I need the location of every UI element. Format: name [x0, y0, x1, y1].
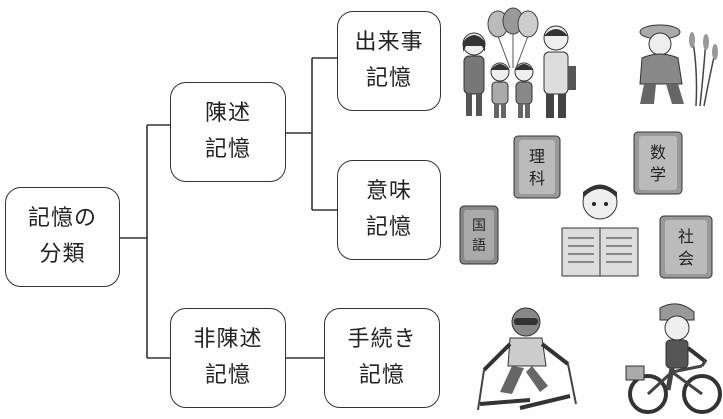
book-kokugo-label1: 国 — [472, 218, 486, 234]
episodic-line1: 出来事 — [354, 30, 424, 55]
book-kokugo-icon: 国 語 — [459, 205, 499, 265]
book-rika-icon: 理 科 — [513, 135, 561, 199]
nondeclarative-line2: 記憶 — [204, 363, 251, 388]
farmer-harvest-icon — [639, 24, 718, 107]
declarative-line2: 記憶 — [204, 137, 251, 162]
semantic-memory-node: 意味 記憶 — [337, 160, 441, 260]
episodic-memory-node: 出来事 記憶 — [337, 11, 441, 111]
declarative-line1: 陳述 — [204, 101, 251, 126]
semantic-line2: 記憶 — [365, 215, 412, 240]
family-icon — [462, 7, 576, 118]
book-sugaku-label2: 学 — [650, 165, 666, 184]
book-rika-label1: 理 — [529, 147, 545, 166]
book-kokugo-label2: 語 — [472, 238, 486, 254]
book-shakai-icon: 社 会 — [659, 215, 713, 279]
root-node-line1: 記憶の — [27, 206, 97, 231]
declarative-memory-node: 陳述 記憶 — [170, 82, 286, 182]
episodic-line2: 記憶 — [365, 66, 412, 91]
skier-icon — [477, 307, 577, 411]
root-node-memory-classification: 記憶の 分類 — [5, 187, 120, 287]
book-sugaku-label1: 数 — [650, 143, 666, 162]
procedural-memory-node: 手続き 記憶 — [324, 308, 440, 408]
semantic-line1: 意味 — [365, 179, 412, 204]
nondeclarative-line1: 非陳述 — [193, 327, 263, 352]
book-rika-label2: 科 — [529, 169, 545, 188]
procedural-line1: 手続き — [347, 327, 417, 352]
book-shakai-label2: 会 — [678, 249, 694, 268]
nondeclarative-memory-node: 非陳述 記憶 — [170, 308, 286, 408]
cyclist-icon — [625, 303, 722, 414]
root-node-line2: 分類 — [39, 242, 86, 267]
book-sugaku-icon: 数 学 — [633, 131, 683, 195]
book-shakai-label1: 社 — [678, 227, 694, 246]
student-reading-icon — [561, 184, 639, 277]
procedural-line2: 記憶 — [358, 363, 405, 388]
